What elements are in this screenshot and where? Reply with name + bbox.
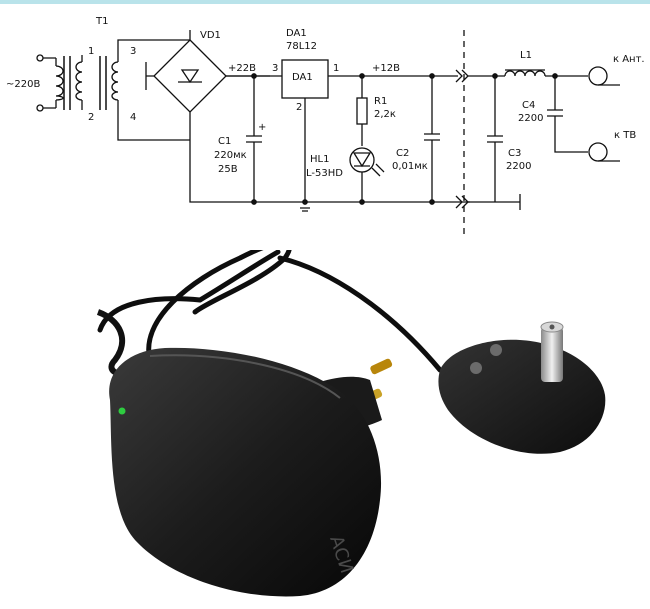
da1-ref: DA1 <box>286 28 307 39</box>
vd1-ref: VD1 <box>200 30 221 41</box>
transformer-primary <box>55 55 83 110</box>
c2-ref: C2 <box>396 148 409 159</box>
tv-output-label: к ТВ <box>614 130 636 141</box>
input-terminal-top <box>36 54 44 62</box>
r1-value: 2,2к <box>374 109 396 120</box>
c3-value: 2200 <box>506 161 531 172</box>
capacitor-c1 <box>246 76 262 202</box>
da1-pin-out: 1 <box>333 63 339 74</box>
l1-ref: L1 <box>520 50 532 61</box>
c3-ref: C3 <box>508 148 521 159</box>
capacitor-c4 <box>547 76 588 153</box>
antenna-output-jack <box>588 66 620 86</box>
t1-pin1: 1 <box>88 46 94 57</box>
c1-value: 220мк <box>214 150 247 161</box>
t1-ref: T1 <box>95 16 108 27</box>
c1-plus: + <box>258 122 266 133</box>
rail-22v-label: +22В <box>228 63 256 74</box>
capacitor-c3 <box>487 76 503 202</box>
input-wires <box>43 57 56 109</box>
c1-ref: C1 <box>218 136 231 147</box>
capacitor-c2 <box>424 73 440 202</box>
r1-ref: R1 <box>374 96 387 107</box>
led-hl1 <box>349 147 385 202</box>
da1-pin-gnd: 2 <box>296 102 302 113</box>
input-label: ~220В <box>6 79 40 90</box>
top-border-line <box>0 0 650 4</box>
power-supply-photo: АСИ <box>96 250 606 597</box>
t1-pin3: 3 <box>130 46 136 57</box>
c4-value: 2200 <box>518 113 543 124</box>
circuit-schematic: ~220В T1 1 2 3 4 VD1 +22В DA1 78L12 DA1 … <box>6 16 645 236</box>
hl1-part: L-53HD <box>306 168 343 179</box>
antenna-connector-head <box>438 321 606 454</box>
c1-voltage: 25В <box>218 164 238 175</box>
c2-value: 0,01мк <box>392 161 428 172</box>
input-terminal-bottom <box>36 104 44 112</box>
antenna-output-label: к Ант. <box>613 54 645 65</box>
transformer-secondary <box>99 39 190 141</box>
da1-pin-in: 3 <box>272 63 278 74</box>
resistor-r1 <box>356 73 368 146</box>
hl1-ref: HL1 <box>310 154 329 165</box>
rail-12v-label: +12В <box>372 63 400 74</box>
inductor-l1 <box>504 69 546 77</box>
da1-body-label: DA1 <box>292 72 313 83</box>
tv-output-jack <box>588 142 620 162</box>
c4-ref: C4 <box>522 100 535 111</box>
adapter-body <box>109 347 382 597</box>
power-indicator-led <box>118 407 126 415</box>
t1-pin2: 2 <box>88 112 94 123</box>
adapter-edge-highlight <box>149 354 341 399</box>
bridge-rectifier <box>145 30 270 140</box>
t1-pin4: 4 <box>130 112 136 123</box>
ground-rail <box>189 140 470 203</box>
power-cable <box>97 250 443 373</box>
da1-part: 78L12 <box>286 41 317 52</box>
